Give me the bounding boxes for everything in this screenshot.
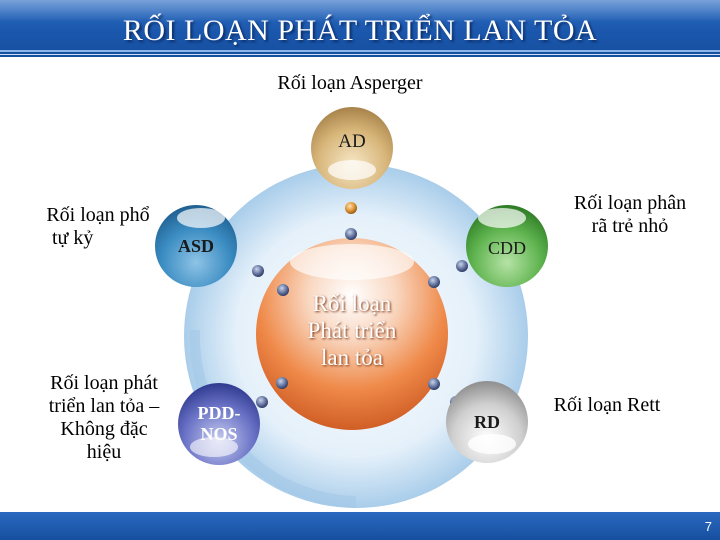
asd-label: ASD xyxy=(177,236,214,256)
ad-label: AD xyxy=(338,131,366,152)
rd-description: Rối loạn Rett xyxy=(553,394,661,416)
connector-dot xyxy=(277,284,289,296)
connector-dot xyxy=(428,378,440,390)
title-bar: RỐI LOẠN PHÁT TRIỂN LAN TỎA xyxy=(0,0,720,57)
cdd-label: CDD xyxy=(487,238,526,258)
pddnos-description: Rối loạn phát triển lan tỏa – Không đặc … xyxy=(24,372,184,464)
rd-label: RD xyxy=(474,412,500,432)
center-sphere xyxy=(256,238,448,430)
asd-description-line1: Rối loạn phổ xyxy=(46,204,150,226)
slide-title: RỐI LOẠN PHÁT TRIỂN LAN TỎA xyxy=(122,14,598,47)
title-bar-stripe xyxy=(0,50,720,52)
connector-dot xyxy=(276,377,288,389)
center-text-line2: Phát triển xyxy=(307,318,397,343)
pddnos-label-line1: PDD- xyxy=(197,403,241,423)
center-text-line3: lan tỏa xyxy=(321,345,383,370)
cdd-node-highlight xyxy=(478,208,526,228)
connector-dot xyxy=(345,228,357,240)
center-sphere-highlight xyxy=(290,244,414,280)
title-bar-stripe-light xyxy=(0,54,720,55)
connector-dot xyxy=(345,202,357,214)
cdd-description-line2: rã trẻ nhỏ xyxy=(591,215,669,237)
center-text-line1: Rối loạn xyxy=(312,291,392,316)
pddnos-label-line2: NOS xyxy=(200,424,238,444)
connector-dot xyxy=(256,396,268,408)
cdd-description-line1: Rối loạn phân xyxy=(573,192,687,214)
ad-node-highlight xyxy=(328,160,376,180)
pddnos-description-line4: hiệu xyxy=(86,441,122,463)
pddnos-description-line1: Rối loạn phát xyxy=(50,372,158,394)
pddnos-node-highlight xyxy=(190,437,238,457)
connector-dot xyxy=(428,276,440,288)
connector-dot xyxy=(456,260,468,272)
pddnos-description-line3: Không đặc xyxy=(60,418,148,440)
page-number: 7 xyxy=(704,519,712,534)
asd-description: Rối loạn phổ tự kỷ xyxy=(18,204,178,250)
pddnos-label: PDD- NOS xyxy=(184,403,254,445)
connector-dot xyxy=(252,265,264,277)
center-text: Rối loạn Phát triển lan tỏa xyxy=(282,290,422,371)
asd-description-line2: tự kỷ xyxy=(52,227,94,249)
asd-node-highlight xyxy=(177,208,225,228)
cdd-description: Rối loạn phân rã trẻ nhỏ xyxy=(550,192,710,238)
ad-description: Rối loạn Asperger xyxy=(277,72,423,94)
rd-node-highlight xyxy=(468,434,516,454)
pddnos-description-line2: triển lan tỏa – xyxy=(48,395,160,417)
title-bar-shine xyxy=(0,0,720,22)
footer-bar: 7 xyxy=(0,512,720,540)
